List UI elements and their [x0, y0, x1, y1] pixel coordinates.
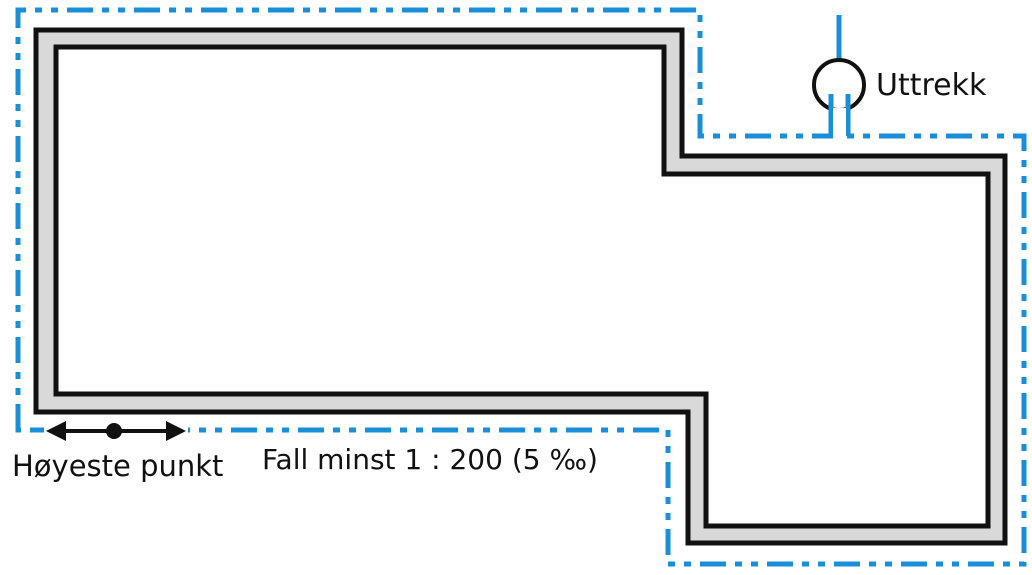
building-wall-inner [53, 44, 991, 529]
double-arrow-with-dot-icon [44, 421, 188, 441]
outlet-circle-icon [812, 15, 866, 140]
highest-point-label: Høyeste punkt [12, 449, 223, 483]
outlet-label: Uttrekk [876, 68, 987, 103]
drain-line [15, 7, 1027, 567]
slope-label: Fall minst 1 : 200 (5 ‰) [262, 443, 598, 476]
